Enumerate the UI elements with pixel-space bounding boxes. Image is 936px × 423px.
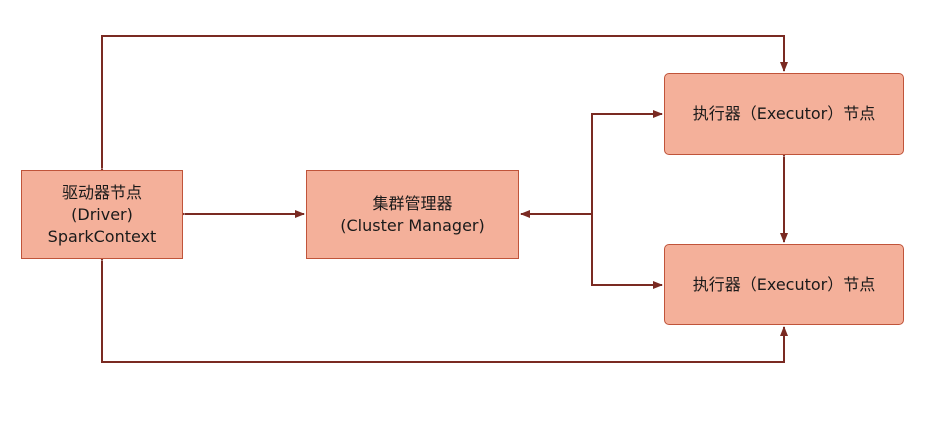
edge-driver-executor-top [98, 35, 788, 177]
driver-node-subtitle: (Driver) [71, 204, 133, 224]
driver-node-title: 驱动器节点 [61, 182, 142, 202]
cluster-manager-title: 集群管理器 [372, 193, 453, 213]
cluster-manager-node: 集群管理器 (Cluster Manager) [306, 170, 519, 259]
driver-node: 驱动器节点 (Driver) SparkContext [21, 170, 183, 259]
executor-node-top-label: 执行器（Executor）节点 [692, 104, 876, 123]
edge-branch-executor-bottom [591, 214, 663, 289]
executor-node-bottom: 执行器（Executor）节点 [664, 244, 904, 325]
edge-branch-executor-top [591, 110, 663, 214]
cluster-manager-subtitle: (Cluster Manager) [340, 215, 485, 235]
edge-driver-executor-bottom [98, 252, 788, 363]
executor-node-bottom-label: 执行器（Executor）节点 [692, 274, 876, 294]
executor-node-top: 执行器（Executor）节点 [664, 73, 904, 155]
driver-node-context: SparkContext [47, 226, 157, 246]
